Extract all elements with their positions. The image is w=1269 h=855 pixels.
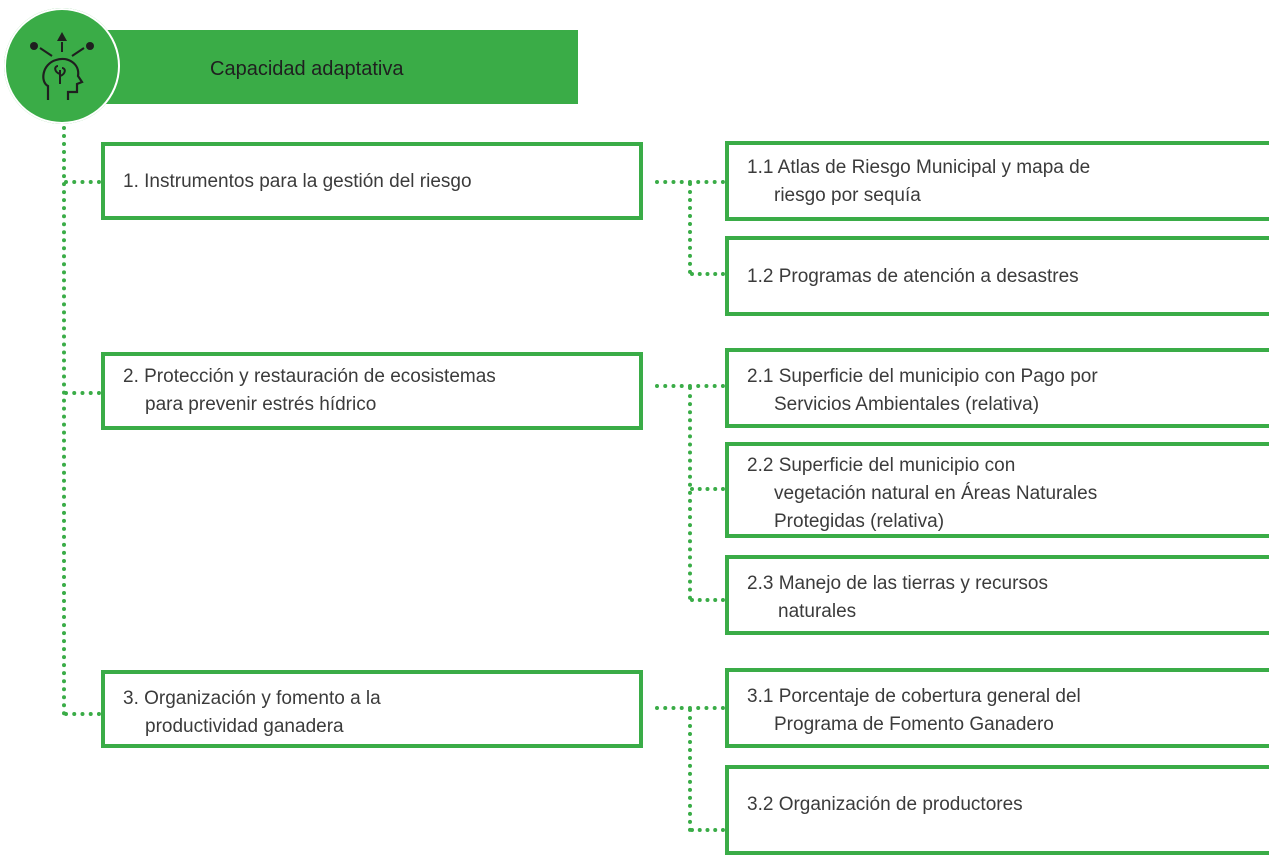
- indicator-2-1-line-1: 2.1 Superficie del municipio con Pago po…: [747, 366, 1098, 387]
- indicator-2-3-line-1: 2.3 Manejo de las tierras y recursos: [747, 573, 1048, 594]
- connector-1: [64, 180, 101, 184]
- group-2-spine: [688, 386, 692, 600]
- category-badge: [4, 8, 120, 124]
- indicator-1-2-line-1: 1.2 Programas de atención a desastres: [747, 266, 1079, 287]
- connector-3: [64, 712, 101, 716]
- indicator-1-1-line-2: riesgo por sequía: [774, 185, 921, 206]
- group-3-branch-2: [690, 828, 725, 832]
- indicator-2-1-line-2: Servicios Ambientales (relativa): [774, 394, 1040, 415]
- indicator-3-2-line-1: 3.2 Organización de productores: [747, 794, 1023, 815]
- indicator-box-1-2: [725, 236, 1269, 316]
- indicator-1-1-line-1: 1.1 Atlas de Riesgo Municipal y mapa de: [747, 157, 1091, 178]
- main-connector: [62, 126, 66, 716]
- category-2-line-1: 2. Protección y restauración de ecosiste…: [123, 366, 496, 387]
- category-box-2: [101, 352, 643, 430]
- indicator-2-3-line-2: naturales: [778, 601, 857, 622]
- indicator-box-1-1: [725, 141, 1269, 221]
- category-2-line-2: para prevenir estrés hídrico: [145, 394, 377, 415]
- indicator-box-2-2: [725, 442, 1269, 538]
- group-3-spine: [688, 708, 692, 832]
- category-3-line-1: 3. Organización y fomento a la: [123, 688, 381, 709]
- indicator-3-1-line-2: Programa de Fomento Ganadero: [774, 714, 1054, 735]
- category-3-line-2: productividad ganadera: [145, 716, 344, 737]
- connector-2: [64, 391, 101, 395]
- indicator-3-1-line-1: 3.1 Porcentaje de cobertura general del: [747, 686, 1081, 707]
- group-2-branch-2: [690, 487, 725, 491]
- head-with-plant-icon: [30, 32, 94, 100]
- category-1-line-1: 1. Instrumentos para la gestión del ries…: [123, 171, 472, 192]
- category-box-3: [101, 670, 643, 748]
- group-1-spine: [688, 182, 692, 274]
- page-title: Capacidad adaptativa: [210, 58, 404, 80]
- indicator-box-2-3: [725, 555, 1269, 635]
- indicator-box-2-1: [725, 348, 1269, 428]
- header-bar: [62, 30, 578, 104]
- indicator-2-2-line-3: Protegidas (relativa): [774, 511, 945, 532]
- group-2-branch-3: [690, 598, 725, 602]
- category-box-1: [101, 142, 643, 220]
- indicator-box-3-1: [725, 668, 1269, 748]
- group-1-branch-2: [690, 272, 725, 276]
- indicator-2-2-line-2: vegetación natural en Áreas Naturales: [774, 483, 1098, 504]
- indicator-2-2-line-1: 2.2 Superficie del municipio con: [747, 455, 1016, 476]
